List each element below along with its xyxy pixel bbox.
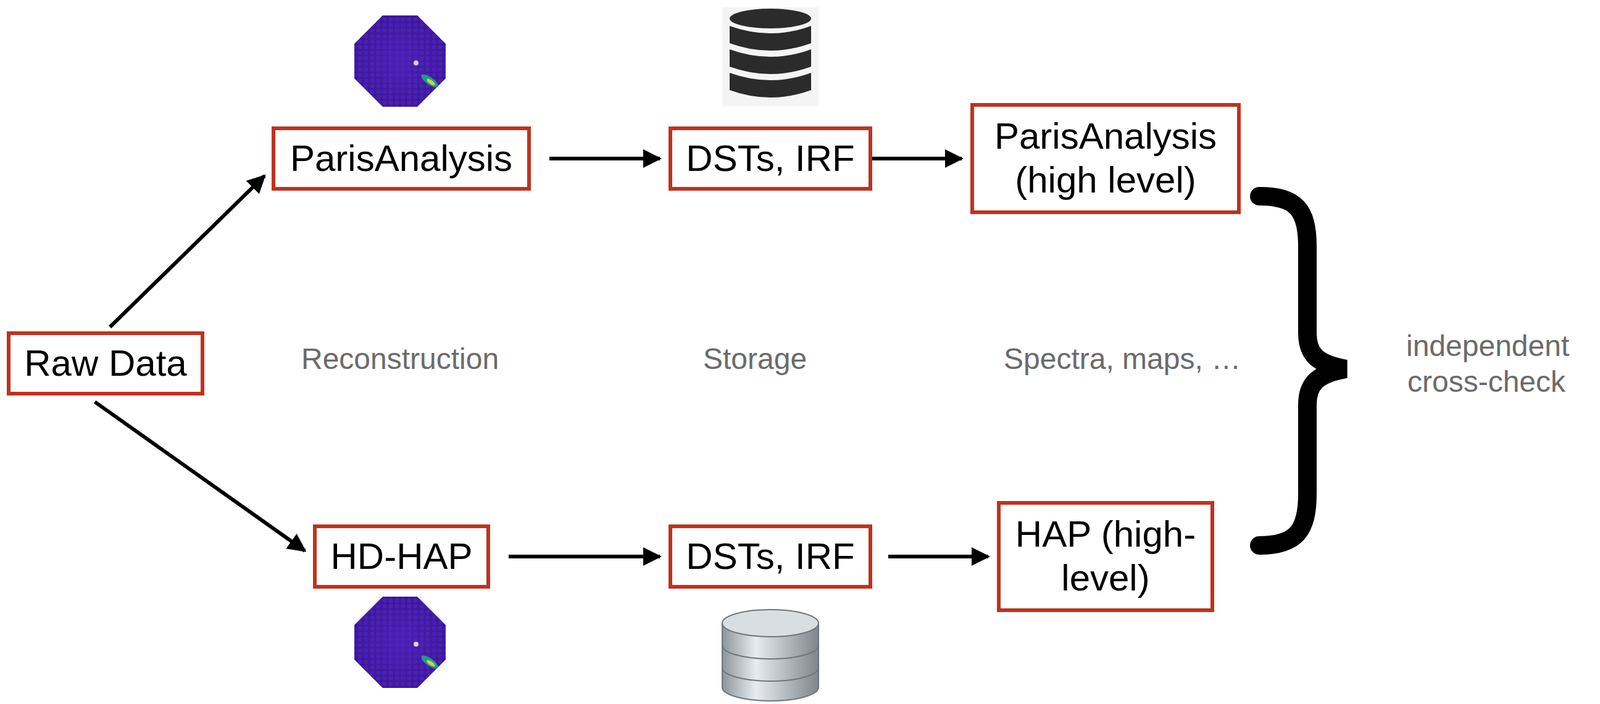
note-label: independent cross-check: [1406, 328, 1567, 400]
input-box: Raw Data: [6, 331, 205, 396]
flow-arrow: [508, 554, 660, 559]
node-text: HAP (high-level): [1014, 512, 1197, 601]
storage-box: DSTs, IRF: [668, 126, 873, 191]
node-text: ParisAnalysis (high level): [987, 114, 1224, 203]
camera-image: [354, 15, 446, 107]
stage-label: Storage: [703, 341, 807, 378]
flow-arrow: [95, 401, 305, 551]
node-text: ParisAnalysis: [290, 137, 513, 181]
storage-box: DSTs, IRF: [668, 524, 873, 589]
flow-arrow: [109, 175, 265, 328]
process-box: ParisAnalysis: [271, 126, 531, 191]
database-icon: [722, 7, 819, 107]
flow-arrow: [888, 554, 989, 559]
flow-arrow: [872, 156, 962, 161]
node-text: DSTs, IRF: [685, 535, 855, 580]
database-icon: [722, 609, 819, 702]
stage-label: Spectra, maps, …: [1003, 341, 1241, 378]
stage-label: Reconstruction: [301, 341, 499, 378]
output-box: ParisAnalysis (high level): [970, 103, 1241, 215]
camera-image: [354, 596, 446, 689]
node-text: Raw Data: [24, 341, 187, 386]
node-text: HD-HAP: [330, 535, 473, 580]
output-box: HAP (high-level): [996, 501, 1215, 613]
curly-brace: [1259, 196, 1346, 546]
node-text: DSTs, IRF: [685, 137, 855, 181]
process-box: HD-HAP: [312, 524, 491, 589]
flow-arrow: [549, 156, 660, 161]
